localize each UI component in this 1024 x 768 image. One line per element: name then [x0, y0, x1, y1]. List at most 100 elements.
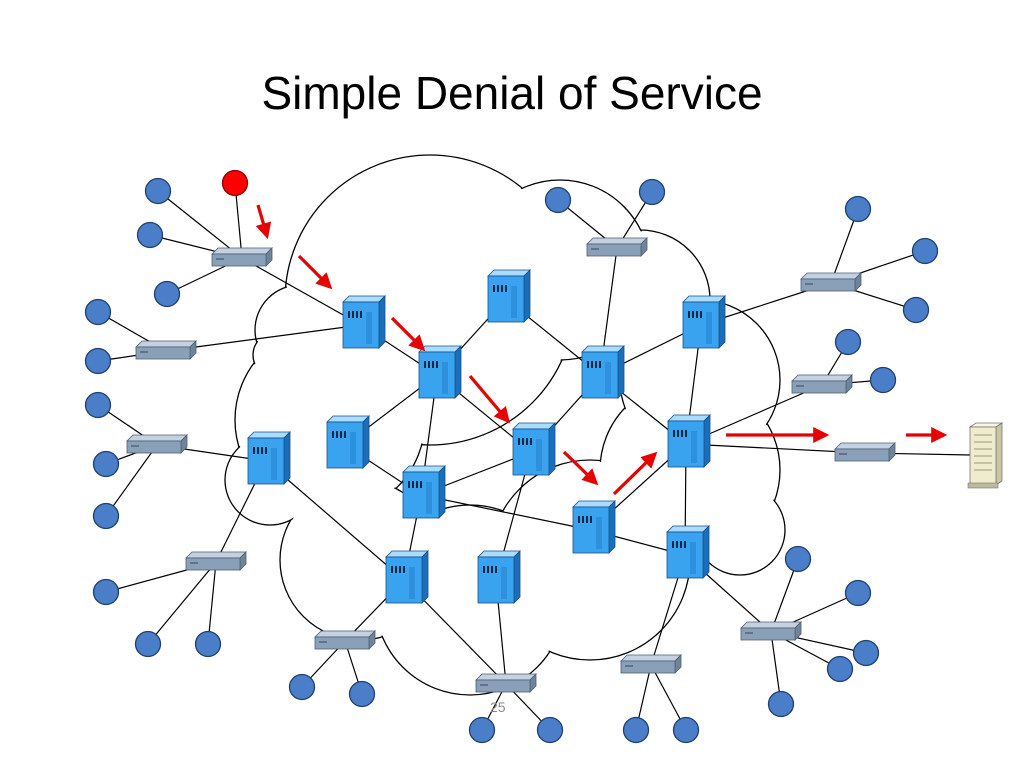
router-slot — [265, 447, 267, 454]
router-top — [487, 269, 531, 277]
router-face — [402, 471, 440, 519]
router-slot — [340, 431, 342, 438]
router-slot — [692, 311, 694, 318]
host-icon — [852, 639, 880, 667]
switch-front — [791, 380, 847, 394]
host-icon — [622, 716, 650, 744]
router-slot — [261, 447, 263, 454]
router-slot — [483, 566, 485, 573]
router-slot — [685, 430, 687, 437]
router-slot — [672, 541, 674, 548]
switch-front — [475, 679, 531, 693]
router-top — [512, 422, 556, 430]
host-icon — [638, 178, 666, 206]
router-side — [454, 345, 462, 399]
router-icon — [477, 550, 521, 604]
router-face — [477, 556, 515, 604]
cloud-fill — [696, 486, 784, 574]
router-face — [581, 351, 619, 399]
attack-arrow — [612, 451, 658, 496]
router-side — [378, 295, 386, 349]
router-slot — [391, 566, 393, 573]
host-icon — [153, 280, 181, 308]
host-icon — [468, 716, 496, 744]
attack-arrow — [562, 450, 599, 486]
switch-top — [800, 272, 862, 280]
switches — [126, 237, 896, 693]
router-icon — [402, 465, 446, 519]
host-icon — [136, 221, 164, 249]
host-icon — [911, 237, 939, 265]
cloud-fill — [254, 334, 296, 376]
switch-front — [211, 253, 267, 267]
attack-arrow — [468, 374, 511, 424]
attack-arrows — [255, 204, 948, 496]
switch-icon — [791, 374, 853, 394]
host-icon — [84, 347, 112, 375]
router-slot — [677, 430, 679, 437]
router-slot — [497, 285, 499, 292]
switch-icon — [740, 621, 802, 641]
host-icon — [288, 673, 316, 701]
router-slot — [582, 516, 584, 523]
router-slot — [348, 311, 350, 318]
host-icon — [544, 186, 572, 214]
network-link — [157, 190, 243, 259]
router-face — [385, 556, 423, 604]
router-slot — [505, 285, 507, 292]
router-slot — [352, 311, 354, 318]
router-icon — [666, 525, 710, 579]
switch-top — [211, 247, 273, 255]
network-link — [207, 561, 217, 645]
router-face — [572, 506, 610, 554]
router-slot — [360, 311, 362, 318]
router-slot — [696, 311, 698, 318]
switch-front — [185, 557, 241, 571]
switch-front — [586, 243, 642, 257]
router-slot — [428, 361, 430, 368]
switch-top — [740, 621, 802, 629]
switch-icon — [185, 551, 247, 571]
router-side — [438, 465, 446, 519]
router-side — [513, 550, 521, 604]
router-slot — [253, 447, 255, 454]
router-icon — [581, 345, 625, 399]
attacker-host-icon — [221, 169, 249, 197]
router-icon — [418, 345, 462, 399]
switch-front — [834, 448, 890, 462]
switch-front — [620, 660, 676, 674]
router-slot — [681, 430, 683, 437]
router-slot — [344, 431, 346, 438]
host-icon — [84, 391, 112, 419]
switch-front — [126, 440, 182, 454]
router-top — [581, 345, 625, 353]
router-icon — [326, 415, 370, 469]
network-link — [105, 444, 158, 517]
router-slot — [518, 438, 520, 445]
router-top — [402, 465, 446, 473]
router-slot — [403, 566, 405, 573]
router-slot — [688, 311, 690, 318]
router-face — [342, 301, 380, 349]
router-slot — [416, 481, 418, 488]
network-link — [265, 460, 405, 581]
router-top — [572, 500, 616, 508]
router-slot — [684, 541, 686, 548]
routers — [247, 269, 726, 604]
server-side — [995, 422, 1003, 486]
switch-front — [314, 636, 370, 650]
router-side — [523, 269, 531, 323]
switch-top — [586, 237, 648, 245]
switch-icon — [314, 630, 376, 650]
switch-icon — [475, 673, 537, 693]
switch-top — [314, 630, 376, 638]
router-side — [548, 422, 556, 476]
router-slot — [587, 361, 589, 368]
network-link — [165, 324, 362, 352]
router-top — [326, 415, 370, 423]
router-slot — [257, 447, 259, 454]
router-top — [247, 431, 291, 439]
router-top — [477, 550, 521, 558]
router-slot — [356, 311, 358, 318]
router-slot — [491, 566, 493, 573]
